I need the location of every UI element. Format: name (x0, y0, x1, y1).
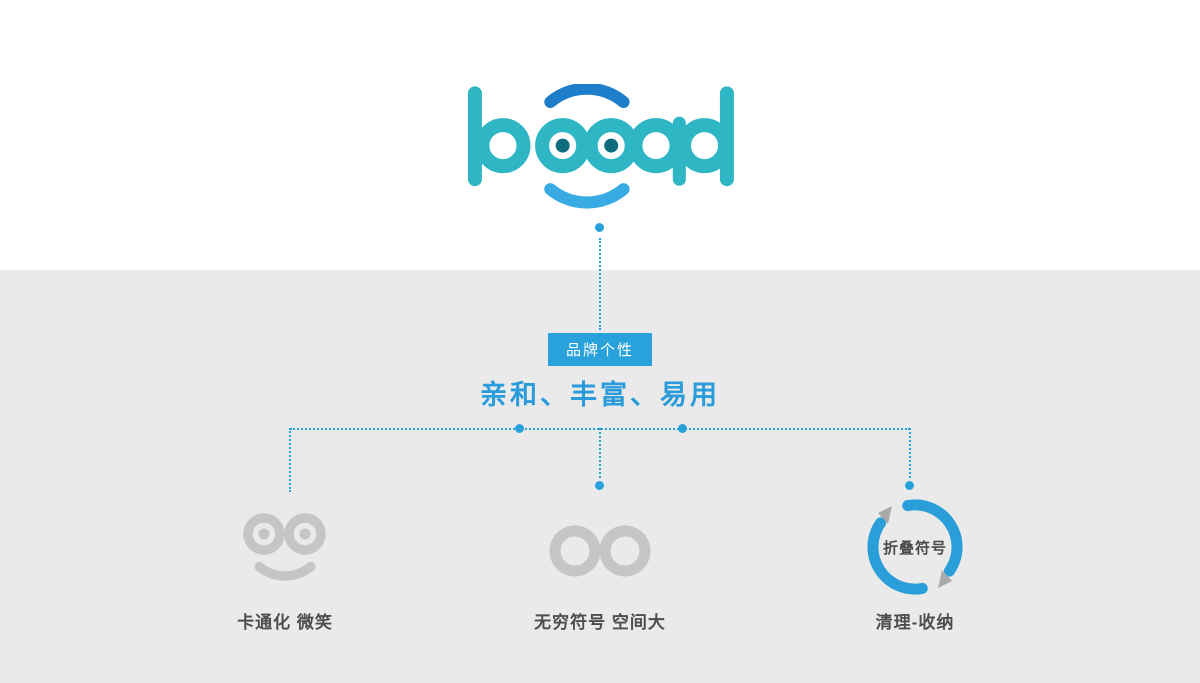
connector-drop-middle (599, 428, 601, 478)
branch-label-storage: 清理-收纳 (875, 613, 955, 632)
branch-label-infinity: 无穷符号 空间大 (534, 613, 666, 632)
recycle-arrows-icon: 折叠符号 (862, 494, 968, 600)
connector-dot-left-junction (515, 424, 524, 433)
logo-eye-right (604, 138, 619, 153)
cycle-inner-label: 折叠符号 (882, 539, 947, 557)
logo-letter-b (467, 86, 531, 187)
cartoon-smile-icon (230, 498, 340, 594)
cycle-arrow-top (878, 506, 892, 524)
logo-letter-o2 (583, 118, 639, 174)
connector-drop-left (289, 428, 291, 492)
connector-dot-right-end (905, 481, 914, 490)
connector-dot-middle-end (595, 481, 604, 490)
connector-drop-right (909, 428, 911, 478)
boad-logo: boad (460, 84, 740, 224)
connector-dot-right-junction (678, 424, 687, 433)
logo-bottom-arc (544, 183, 630, 209)
logo-letter-o1 (535, 118, 591, 174)
connector-line-logo-badge (599, 238, 601, 330)
connector-dot-top (595, 223, 604, 232)
cycle-arrow-bottom (938, 570, 952, 588)
logo-eye-left (555, 138, 570, 153)
logo-letter-d (677, 86, 734, 187)
brand-tagline: 亲和、丰富、易用 (480, 380, 720, 410)
logo-letter-a (628, 116, 686, 186)
boad-logo-graphic (467, 84, 734, 209)
infinity-icon (546, 520, 654, 582)
logo-top-arc (544, 84, 630, 109)
branch-label-cartoon: 卡通化 微笑 (237, 613, 333, 632)
brand-personality-badge: 品牌个性 (547, 333, 653, 366)
